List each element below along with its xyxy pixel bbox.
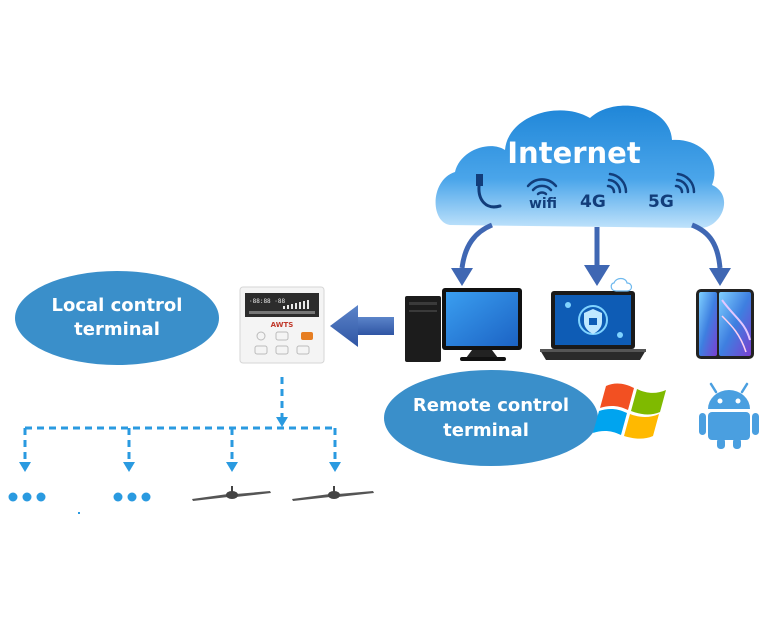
stray-mark (78, 512, 80, 514)
local-control-panel: ·88:88 ·88 AWTS (239, 286, 325, 364)
local-label-line2: terminal (74, 319, 160, 340)
local-control-label: Local control terminal (15, 271, 219, 365)
branch-arrowhead-2 (123, 462, 135, 472)
arrow-to-phone (691, 222, 723, 269)
remote-control-label: Remote control terminal (384, 370, 598, 466)
panel-brand: AWTS (271, 321, 294, 329)
remote-label-line1: Remote control (413, 395, 569, 416)
arrowhead-laptop (584, 265, 610, 286)
android-robot-icon (699, 382, 759, 449)
5g-label: 5G (648, 192, 674, 212)
wifi-label: wifi (529, 196, 557, 212)
local-label-line1: Local control (52, 295, 183, 316)
branch-arrowhead-1 (19, 462, 31, 472)
internet-cloud: Internet wifi 4G 5G (435, 105, 725, 228)
cloud-title: Internet (507, 136, 641, 170)
arrow-to-desktop (459, 222, 494, 269)
remote-label-line2: terminal (443, 420, 529, 441)
ellipsis-icon-2 (113, 492, 151, 502)
5g-icon: 5G (648, 172, 696, 212)
windows-logo-icon (593, 383, 666, 439)
ceiling-fan-icon-2 (292, 486, 374, 501)
smartphone-icon (696, 289, 754, 359)
arrow-to-local-panel (330, 305, 394, 347)
wifi-icon: wifi (526, 178, 558, 212)
arrowhead-desktop (451, 268, 473, 286)
laptop-icon (540, 277, 646, 360)
4g-icon: 4G (580, 172, 628, 212)
4g-label: 4G (580, 192, 606, 212)
arrowhead-phone (709, 268, 731, 286)
panel-drop-arrowhead (276, 417, 288, 427)
panel-screen-text: ·88:88 ·88 (249, 298, 286, 305)
ceiling-fan-icon-1 (192, 486, 271, 501)
desktop-computer-icon (405, 288, 522, 362)
ellipsis-icon-1 (8, 492, 46, 502)
branch-arrowhead-3 (226, 462, 238, 472)
branch-arrowhead-4 (329, 462, 341, 472)
distribution-tree (23, 377, 337, 462)
cloud-arrows (459, 222, 723, 269)
cable-icon (476, 174, 502, 209)
